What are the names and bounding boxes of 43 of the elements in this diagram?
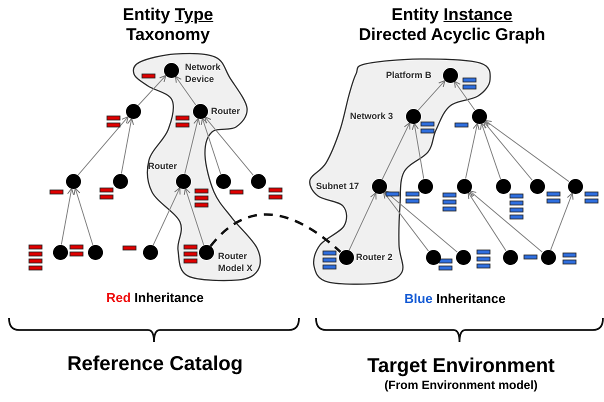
arrow [138,75,166,106]
arrow [384,190,458,253]
arrow [465,122,480,180]
arrow [77,116,129,176]
heading: Directed Acyclic Graph [358,24,546,46]
section-caption: Red Inheritance [106,290,204,306]
heading: Entity Type [122,4,214,26]
node-label: Router Model X [218,250,254,274]
arrow [383,191,429,252]
arrow [60,188,74,246]
arrow [152,187,181,246]
arrow [184,118,200,174]
arrow [480,122,502,180]
arrow [174,76,196,106]
node-label: Network Device [185,61,222,85]
arrow [204,116,254,176]
node-label: Platform B [386,69,433,81]
arrow [382,122,410,180]
node-label: Router [211,105,241,117]
arrow [468,192,506,252]
section-title: Reference Catalog [67,352,243,377]
arrow [418,80,446,111]
heading: Entity Instance [392,4,512,26]
section-title: (From Environment model) [384,378,538,393]
arrow [74,188,94,246]
arrow [120,118,134,174]
arrow [550,192,574,250]
dashed-connector [210,213,342,253]
arrow [454,80,476,110]
section-title: Target Environment [367,354,555,379]
arrow [412,122,424,180]
arrow [348,192,377,251]
section-caption: Blue Inheritance [404,291,506,308]
node-label: Network 3 [350,110,394,122]
arrow [469,190,543,253]
node-label: Router 2 [356,251,394,263]
heading: Taxonomy [126,24,210,46]
arrow [200,118,222,174]
arrow [184,188,204,246]
arrow [484,120,570,182]
node-label: Subnet 17 [316,180,360,192]
node-label: Router [148,160,178,172]
arrow [483,121,533,181]
